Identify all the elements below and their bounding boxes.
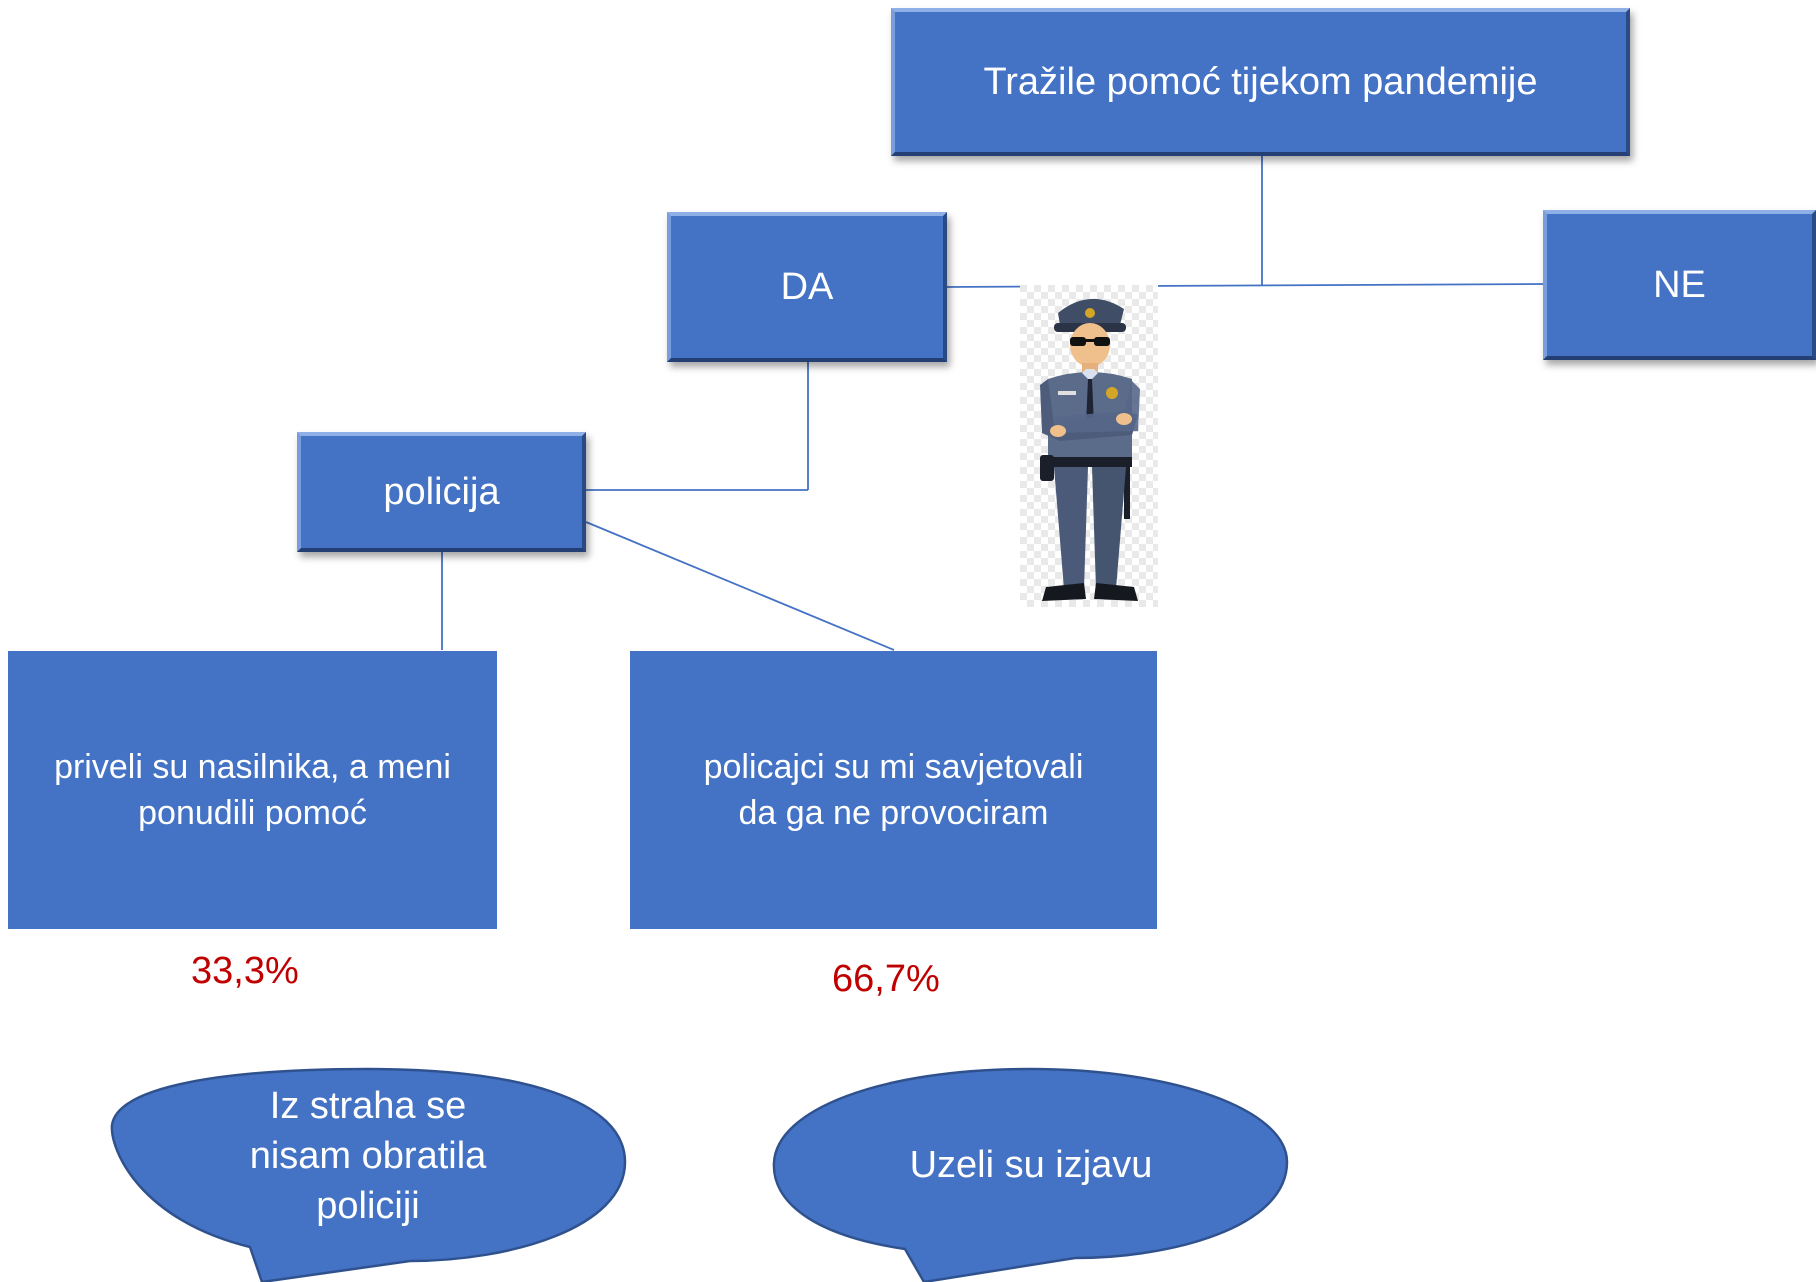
percent-right: 66,7% <box>832 958 940 1000</box>
outcome-left-box: priveli su nasilnika, a meni ponudili po… <box>8 651 497 929</box>
speech-bubbles <box>110 1067 1289 1282</box>
root-label: Tražile pomoć tijekom pandemije <box>983 60 1538 103</box>
no-node: NE <box>1543 210 1816 360</box>
police-label: policija <box>383 470 500 513</box>
police-officer-icon <box>1020 285 1158 607</box>
connector-policija-right <box>585 521 895 651</box>
police-node: policija <box>297 432 586 552</box>
root-node: Tražile pomoć tijekom pandemije <box>891 8 1630 156</box>
outcome-right-label: policajci su mi savjetovali da ga ne pro… <box>703 748 1084 832</box>
percent-left: 33,3% <box>191 950 299 992</box>
yes-label: DA <box>780 265 834 308</box>
bubble-right-text: Uzeli su izjavu <box>909 1144 1153 1186</box>
outcome-right-box: policajci su mi savjetovali da ga ne pro… <box>630 651 1157 929</box>
bubble-left-text: Iz straha se nisam obratila policiji <box>249 1085 487 1227</box>
outcome-left-label: priveli su nasilnika, a meni ponudili po… <box>54 748 451 832</box>
no-label: NE <box>1653 263 1706 306</box>
speech-bubble-left <box>110 1067 627 1282</box>
speech-bubble-right <box>772 1067 1289 1282</box>
yes-node: DA <box>667 212 947 362</box>
